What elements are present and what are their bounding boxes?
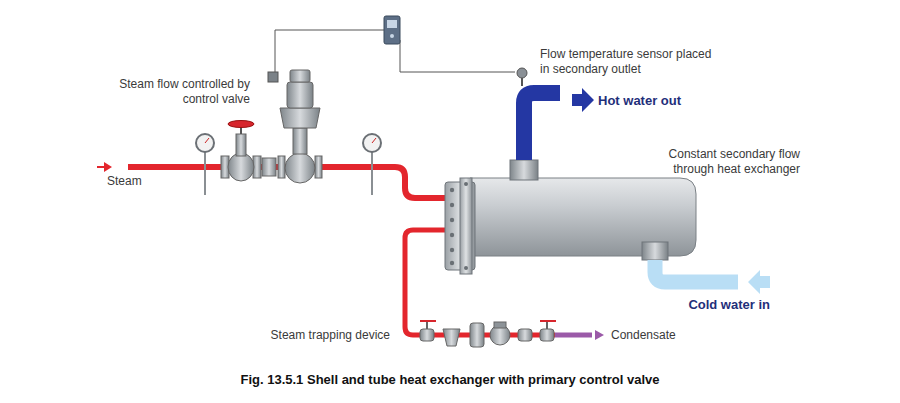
flow-label: Steam [107, 174, 187, 189]
callout-label: Constant secondary flow through heat exc… [650, 147, 800, 177]
control-valve [268, 70, 322, 183]
flow-label: Cold water in [650, 297, 770, 312]
cold-water-inlet [642, 242, 770, 294]
callout-label: Steam flow controlled by control valve [100, 77, 250, 107]
flow-label: Hot water out [598, 93, 718, 108]
controller [384, 16, 400, 44]
figure-caption: Fig. 13.5.1 Shell and tube heat exchange… [0, 372, 900, 387]
callout-label: Steam trapping device [230, 328, 390, 343]
pressure-gauge [196, 134, 381, 195]
isolation-valve [221, 121, 261, 182]
steam-trapping-device [420, 321, 556, 347]
heat-exchanger-shell [445, 178, 696, 274]
flow-label: Condensate [611, 328, 731, 343]
temperature-sensor [517, 68, 527, 86]
callout-label: Flow temperature sensor placed in second… [540, 47, 724, 77]
hot-water-outlet [510, 88, 594, 180]
strainer [262, 158, 276, 176]
